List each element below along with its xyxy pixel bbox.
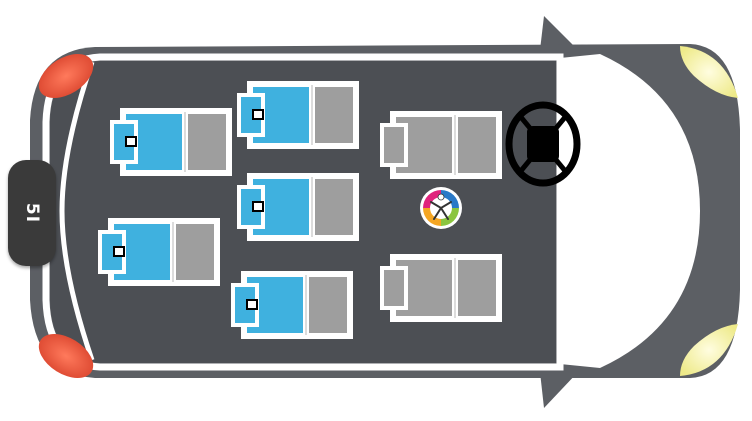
accessibility-logo-icon — [420, 187, 462, 229]
tail-light-top — [38, 53, 94, 99]
seats-group — [98, 81, 502, 339]
seat-row2-left[interactable] — [237, 81, 359, 149]
seat-row2-right[interactable] — [231, 271, 353, 339]
license-plate-text: 5I — [22, 202, 42, 224]
head-light-bottom — [680, 324, 738, 376]
seat-row3-left[interactable] — [110, 108, 232, 176]
seat-row3-right[interactable] — [98, 218, 220, 286]
top-mirror — [540, 16, 578, 50]
seat-front-left[interactable] — [380, 111, 502, 179]
license-plate: 5I — [8, 160, 56, 266]
head-light-top — [680, 46, 738, 98]
steering-wheel-icon[interactable] — [505, 101, 581, 187]
windshield — [560, 54, 700, 368]
bottom-mirror — [540, 372, 578, 408]
seat-front-right[interactable] — [380, 254, 502, 322]
tail-light-bottom — [38, 333, 94, 379]
seat-row2-middle[interactable] — [237, 173, 359, 241]
rear-line — [59, 61, 95, 361]
